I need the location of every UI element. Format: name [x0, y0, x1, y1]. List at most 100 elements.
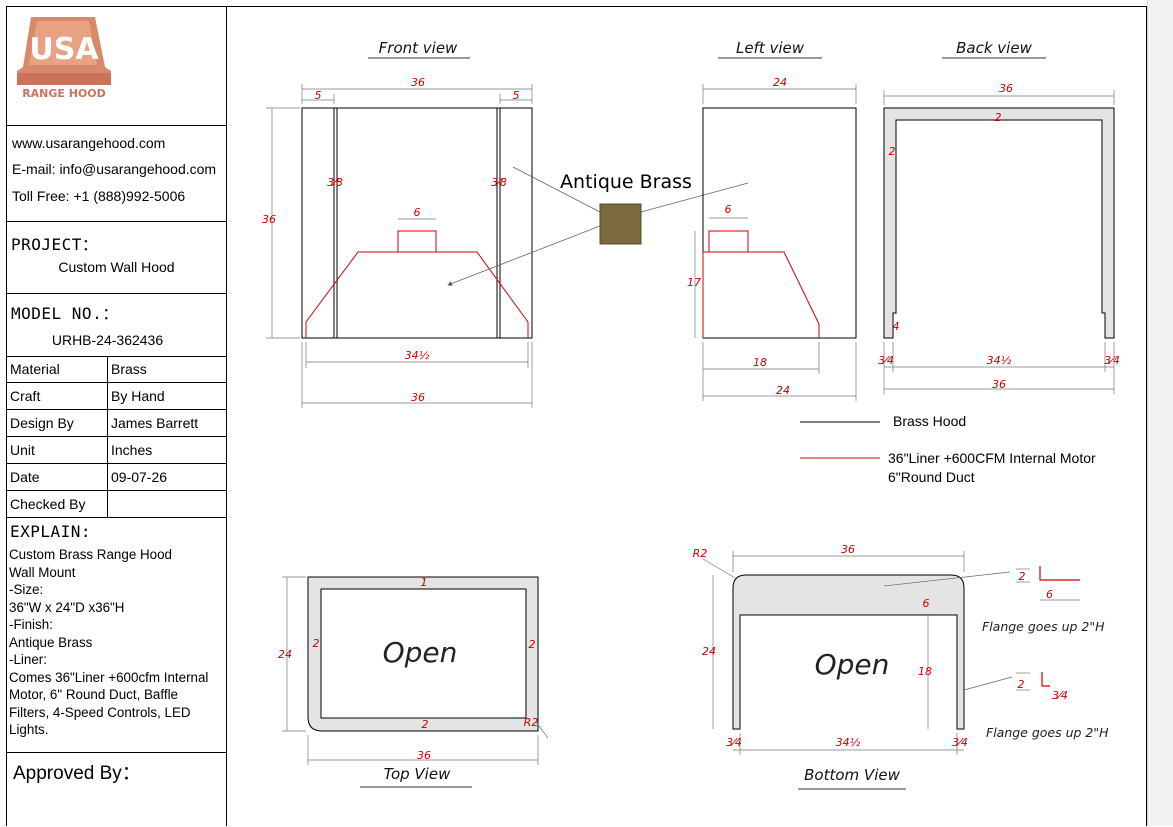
bottom-edge-right-dim: 3⁄4 — [952, 736, 968, 749]
email-text: E-mail: info@usarangehood.com — [12, 161, 217, 177]
front-bottom-dim: 36 — [411, 391, 425, 404]
flange1-thickness-dim: 2 — [1019, 570, 1026, 583]
front-side-left-dim: 5 — [315, 89, 322, 102]
project-label: PROJECT： — [11, 235, 99, 254]
bottom-depth-dim: 24 — [702, 645, 716, 658]
left-liner-depth-dim: 18 — [753, 356, 767, 369]
explain-text: Custom Brass Range Hood Wall Mount -Size… — [9, 547, 209, 737]
front-liner-dim: 34½ — [405, 349, 430, 362]
top-view-open-label: Open — [383, 636, 458, 669]
legend-duct-label: 6"Round Duct — [888, 469, 975, 485]
frame-top-border — [6, 6, 1147, 7]
front-height-dim: 36 — [262, 213, 276, 226]
spec-key: Craft — [7, 382, 108, 410]
back-view: 36 2 2 4 3⁄4 34½ 3⁄4 36 — [878, 82, 1120, 394]
approved-label: Approved By： — [13, 763, 141, 784]
usa-range-hood-logo: USA RANGE HOOD — [17, 17, 111, 100]
contact-info: www.usarangehood.com E-mail: info@usaran… — [7, 125, 226, 222]
model-value: URHB-24-362436 — [51, 332, 164, 348]
back-width-dim: 36 — [999, 82, 1013, 95]
flange-note-2: Flange goes up 2"H — [986, 725, 1109, 740]
legend-liner-label: 36"Liner +600CFM Internal Motor — [888, 450, 1096, 466]
back-edge-left-dim: 3⁄4 — [878, 354, 894, 367]
antique-brass-swatch — [600, 204, 641, 244]
technical-drawing: Front view Left view Back view Top View … — [262, 39, 1120, 790]
spec-key: Design By — [7, 409, 108, 437]
top-view-title: Top View — [384, 765, 451, 783]
back-view-title: Back view — [956, 39, 1032, 57]
back-inner-dim: 34½ — [987, 354, 1012, 367]
model-block: MODEL NO.： URHB-24-362436 — [7, 293, 226, 357]
top-radius-dim: R2 — [524, 716, 539, 729]
bottom-view: Open R2 36 24 6 18 3⁄4 34½ 3⁄4 — [693, 543, 1013, 755]
bottom-view-open-label: Open — [815, 648, 890, 681]
back-side-thickness-dim: 2 — [889, 145, 896, 158]
phone-text: Toll Free: +1 (888)992-5006 — [12, 188, 186, 204]
front-duct-dim: 6 — [414, 206, 421, 219]
left-depth-dim: 24 — [773, 76, 787, 89]
spec-key: Date — [7, 463, 108, 491]
title-block: USA RANGE HOOD www.usarangehood.com E-ma… — [6, 6, 227, 826]
top-top-thickness-dim: 1 — [421, 576, 428, 589]
top-bottom-thickness-dim: 2 — [422, 718, 429, 731]
left-view-title: Left view — [736, 39, 805, 57]
bottom-view-title: Bottom View — [804, 766, 900, 784]
flange-note-1: Flange goes up 2"H — [982, 619, 1105, 634]
explain-block: EXPLAIN: Custom Brass Range Hood Wall Mo… — [7, 519, 226, 753]
bottom-width-dim: 36 — [841, 543, 855, 556]
website-text: www.usarangehood.com — [12, 135, 166, 151]
flange2-lip-dim: 3⁄4 — [1052, 689, 1068, 702]
back-bottom-dim: 36 — [992, 378, 1006, 391]
back-edge-right-dim: 3⁄4 — [1104, 354, 1120, 367]
front-view: 36 5 5 36 3⁄8 3⁄8 6 34½ 36 — [262, 76, 533, 408]
bottom-lip-dim: 6 — [923, 597, 930, 610]
left-liner-height-dim: 17 — [687, 276, 701, 289]
left-duct-dim: 6 — [725, 203, 732, 216]
vertical-scrollbar[interactable] — [1147, 0, 1173, 826]
top-view: Open 24 1 2 2 2 R2 36 — [278, 576, 549, 765]
front-view-title: Front view — [379, 39, 458, 57]
logo-brand-text: USA — [29, 32, 99, 67]
flange1-length-dim: 6 — [1046, 588, 1053, 601]
spec-value: 09-07-26 — [107, 463, 226, 491]
table-row: Checked By — [7, 490, 226, 518]
flange2-thickness-dim: 2 — [1018, 678, 1025, 691]
back-top-thickness-dim: 2 — [995, 111, 1002, 124]
project-value: Custom Wall Hood — [58, 259, 175, 275]
spec-value: Inches — [107, 436, 226, 464]
bottom-radius-dim: R2 — [693, 547, 708, 560]
spec-value: Brass — [107, 356, 226, 383]
spec-value — [107, 490, 226, 518]
legend-brass-label: Brass Hood — [893, 413, 966, 429]
top-right-thickness-dim: 2 — [529, 638, 536, 651]
bottom-edge-left-dim: 3⁄4 — [726, 736, 742, 749]
left-view: 24 6 17 18 24 — [687, 76, 857, 401]
front-slot-left-dim: 3⁄8 — [327, 176, 343, 189]
logo-subtitle-text: RANGE HOOD — [22, 87, 106, 100]
approved-block: Approved By： — [7, 752, 226, 827]
logo-area: USA RANGE HOOD — [7, 7, 226, 126]
front-width-dim: 36 — [411, 76, 425, 89]
back-lip-dim: 4 — [893, 320, 900, 333]
view-titles: Front view Left view Back view Top View … — [360, 39, 1046, 790]
legend: Brass Hood 36"Liner +600CFM Internal Mot… — [800, 413, 1096, 485]
top-width-dim: 36 — [417, 749, 431, 762]
spec-key: Material — [7, 356, 108, 383]
project-block: PROJECT： Custom Wall Hood — [7, 221, 226, 294]
bottom-inner-dim: 34½ — [836, 736, 861, 749]
flange-details: 2 6 Flange goes up 2"H 2 3⁄4 Flange goes… — [982, 566, 1109, 740]
explain-label: EXPLAIN: — [10, 522, 92, 541]
bottom-side-dim: 18 — [918, 665, 932, 678]
front-side-right-dim: 5 — [513, 89, 520, 102]
finish-callout-label: Antique Brass — [560, 171, 692, 193]
spec-value: James Barrett — [107, 409, 226, 437]
model-label: MODEL NO.： — [11, 304, 119, 323]
frame-right-border — [1146, 6, 1147, 826]
